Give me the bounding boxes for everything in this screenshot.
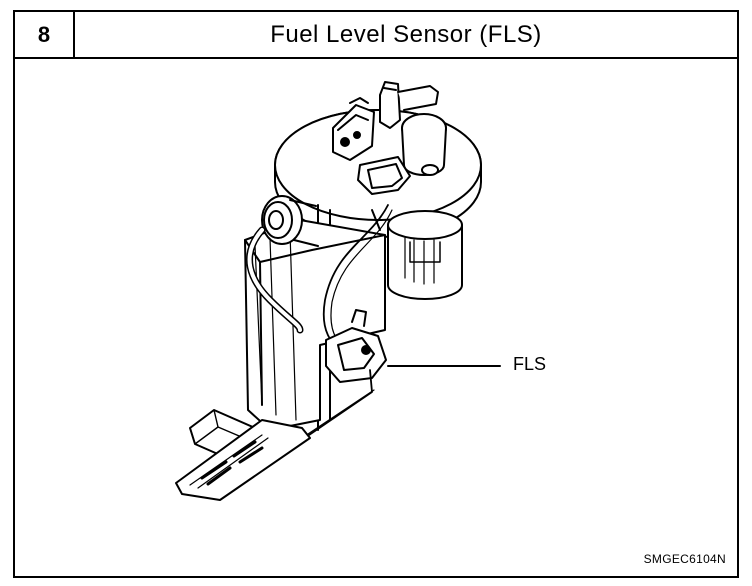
electrical-connector: [332, 97, 375, 161]
fuel-pump: [261, 195, 319, 247]
step-number: 8: [15, 12, 75, 57]
fuel-outlet-pipe: [379, 81, 439, 129]
fls-callout-label: FLS: [513, 354, 547, 374]
fuel-filter: [387, 210, 463, 300]
mounting-foot: [175, 419, 311, 501]
flange-bracket: [357, 156, 411, 195]
float-arm: [289, 369, 375, 449]
pressure-regulator: [401, 113, 447, 176]
figure-reference-code: SMGEC6104N: [643, 552, 726, 566]
figure-title: Fuel Level Sensor (FLS): [270, 20, 542, 48]
fuel-hose: [246, 226, 304, 334]
fuel-level-sensor: [325, 309, 387, 383]
figure-frame: 8 Fuel Level Sensor (FLS): [13, 10, 739, 578]
figure-header: 8 Fuel Level Sensor (FLS): [15, 12, 737, 59]
